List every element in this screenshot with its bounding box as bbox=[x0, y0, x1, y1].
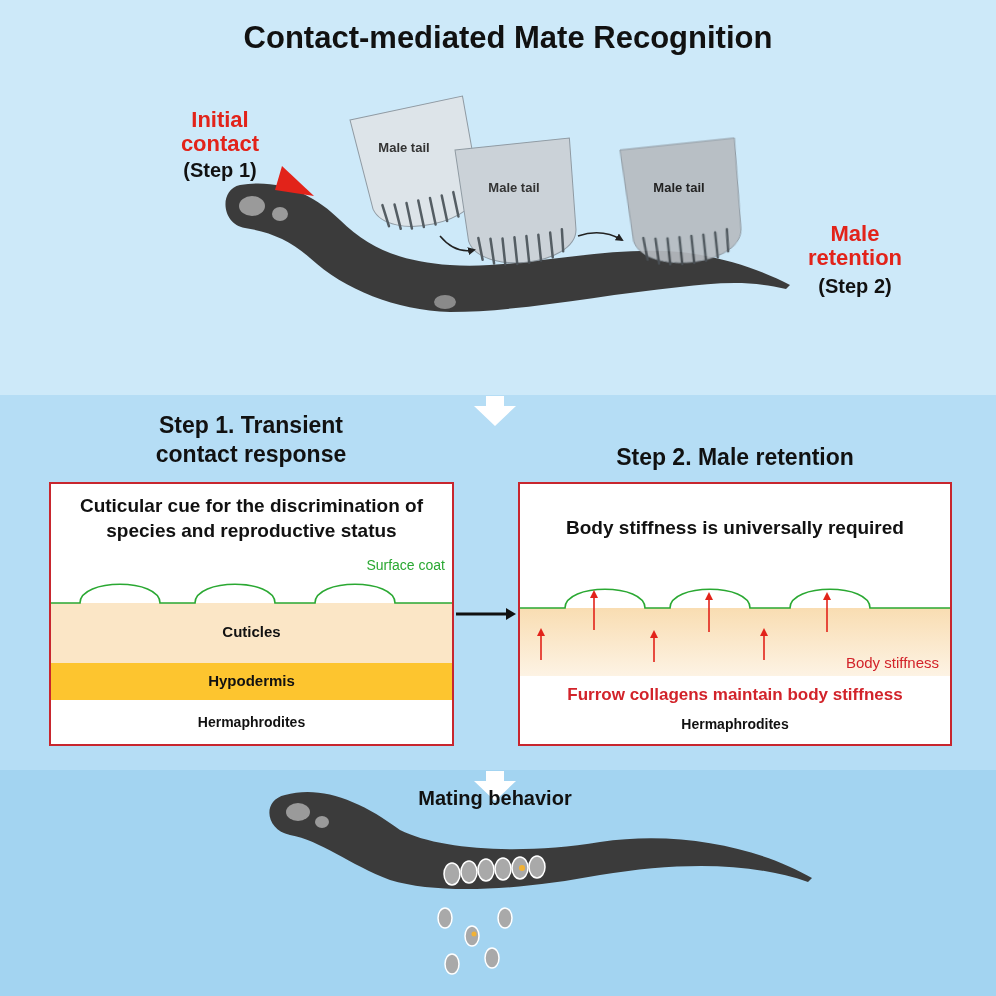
motion-arrow bbox=[578, 233, 622, 240]
box-text: Cuticular cue for the discrimination of … bbox=[62, 493, 441, 543]
worm-bottom-part-part bbox=[478, 859, 494, 881]
worm-bottom-part bbox=[438, 856, 545, 974]
organism-label: Hermaphrodites bbox=[50, 714, 453, 731]
cuticle-band: Cuticles bbox=[50, 603, 453, 663]
worm-bottom-part-part bbox=[498, 908, 512, 928]
male-tail bbox=[350, 96, 747, 269]
step-box: Step 1. Transient contact responseCuticu… bbox=[50, 483, 453, 745]
step-label: (Step 1) bbox=[160, 158, 280, 182]
worm-bottom-part-part bbox=[438, 908, 452, 928]
stage-label: Mating behavior bbox=[395, 786, 595, 810]
step1-box-art-part bbox=[51, 584, 452, 603]
connector-line bbox=[456, 613, 508, 616]
worm-bottom-part-part bbox=[485, 948, 499, 968]
band-label: Hypodermis bbox=[50, 671, 453, 691]
bottom-panel bbox=[0, 770, 996, 996]
stiffness-band: Body stiffness bbox=[519, 608, 951, 676]
contact-arrow bbox=[275, 166, 314, 196]
step1-box-art bbox=[50, 483, 453, 745]
worm-bottom-part-part bbox=[444, 863, 460, 885]
organism-label: Hermaphrodites bbox=[519, 716, 951, 733]
step2-box-art-part bbox=[520, 608, 950, 676]
step-heading: Step 2. Male retention bbox=[519, 443, 951, 472]
motion-arrow bbox=[440, 236, 474, 251]
step-heading: Step 1. Transient contact response bbox=[121, 411, 381, 469]
male-tail-part bbox=[620, 138, 747, 269]
worm-bottom-part-part bbox=[445, 954, 459, 974]
step1-box-art-part bbox=[51, 663, 452, 700]
worm-top-part bbox=[272, 207, 288, 221]
callout-label: Male retention bbox=[790, 222, 920, 270]
band-label: Body stiffness bbox=[846, 654, 939, 672]
worm-bottom bbox=[269, 792, 812, 974]
step2-box-art-part-part bbox=[540, 630, 542, 660]
diagram-title: Contact-mediated Mate Recognition bbox=[20, 20, 996, 56]
worm-bottom-part bbox=[286, 803, 310, 821]
callout-label: Initial contact bbox=[170, 108, 270, 156]
arrow-head bbox=[506, 608, 516, 620]
step1-box-art-part bbox=[50, 483, 453, 745]
step2-box-art bbox=[519, 483, 951, 745]
worm-bottom-part bbox=[519, 865, 525, 871]
box-text: Body stiffness is universally required bbox=[529, 515, 941, 540]
middle-panel bbox=[0, 395, 996, 770]
step1-box-art-part bbox=[51, 603, 452, 663]
worm-bottom-part bbox=[472, 932, 477, 937]
hypodermis-band: Hypodermis bbox=[50, 663, 453, 700]
step2-box-art-part bbox=[541, 592, 827, 662]
step2-box-art-part-part bbox=[708, 594, 710, 632]
step2-box-art-part-part bbox=[653, 632, 655, 662]
part-label: Surface coat bbox=[300, 557, 445, 574]
flow-arrow bbox=[474, 396, 516, 426]
step2-box-art-part bbox=[519, 483, 951, 745]
connector-arrow bbox=[456, 608, 516, 620]
worm-bottom-part-part bbox=[495, 858, 511, 880]
top-panel bbox=[0, 0, 996, 395]
note-label: Furrow collagens maintain body stiffness bbox=[519, 684, 951, 705]
worm-bottom-part-part bbox=[465, 926, 479, 946]
step-label: (Step 2) bbox=[795, 274, 915, 298]
part-label: Male tail bbox=[362, 140, 446, 156]
worm-bottom-part-part bbox=[529, 856, 545, 878]
worm-bottom-part bbox=[315, 816, 329, 828]
male-tail-part bbox=[455, 138, 582, 269]
worm-bottom-part-part bbox=[461, 861, 477, 883]
step2-box-art-part-part bbox=[593, 592, 595, 630]
worm-bottom-part-part bbox=[512, 857, 528, 879]
step2-box-art-part bbox=[520, 589, 950, 608]
step2-box-art-part-part bbox=[826, 594, 828, 632]
step2-box-art-part-part bbox=[763, 630, 765, 660]
band-label: Cuticles bbox=[50, 622, 453, 642]
part-label: Male tail bbox=[637, 180, 721, 196]
worm-top-part bbox=[239, 196, 265, 216]
worm-top-part bbox=[434, 295, 456, 309]
step-box: Step 2. Male retentionBody stiffness is … bbox=[519, 483, 951, 745]
part-label: Male tail bbox=[472, 180, 556, 196]
